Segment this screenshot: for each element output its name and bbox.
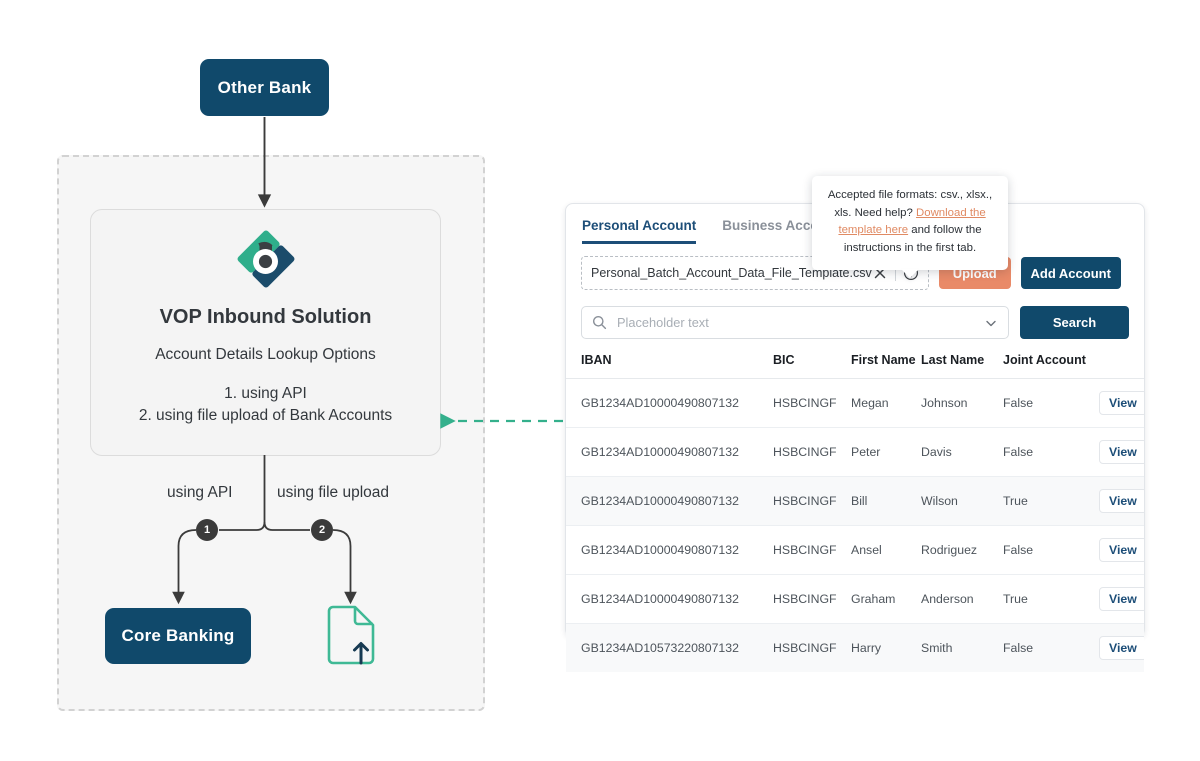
cell-bic: HSBCINGF <box>773 574 851 624</box>
node-other-bank-label: Other Bank <box>217 77 312 97</box>
cell-iban: GB1234AD10000490807132 <box>566 574 773 624</box>
view-button[interactable]: View <box>1099 587 1144 611</box>
cell-joint-account: True <box>1003 476 1099 526</box>
vop-option-1: 1. using API <box>224 385 307 402</box>
accounts-table: IBAN BIC First Name Last Name Joint Acco… <box>566 353 1144 672</box>
vop-inbound-solution-card: VOP Inbound Solution Account Details Loo… <box>90 209 441 456</box>
cell-first-name: Peter <box>851 427 921 477</box>
cell-bic: HSBCINGF <box>773 378 851 428</box>
cell-first-name: Harry <box>851 641 882 655</box>
file-input-field[interactable]: Personal_Batch_Account_Data_File_Templat… <box>581 256 929 290</box>
view-button[interactable]: View <box>1099 636 1144 660</box>
cell-first-name: Graham <box>851 574 921 624</box>
cell-iban: GB1234AD10573220807132 <box>581 641 739 655</box>
edge-label-using-file-upload: using file upload <box>277 484 390 501</box>
cell-first-name: Megan <box>851 378 921 428</box>
col-joint-account: Joint Account <box>1003 353 1099 379</box>
cell-joint-account: False <box>1003 427 1099 477</box>
view-button[interactable]: View <box>1099 440 1144 464</box>
cell-first-name: Bill <box>851 476 921 526</box>
selected-file-name: Personal_Batch_Account_Data_File_Templat… <box>591 266 872 280</box>
step-badge-2: 2 <box>311 519 333 541</box>
search-field[interactable] <box>581 306 1009 339</box>
divider <box>894 265 896 281</box>
cell-actions: View <box>1099 476 1144 526</box>
download-template-link[interactable]: Download the template here <box>838 206 986 237</box>
table-head: IBAN BIC First Name Last Name Joint Acco… <box>566 353 1144 379</box>
add-account-button[interactable]: Add Account <box>1020 257 1121 289</box>
cell-bic: HSBCINGF <box>773 427 851 477</box>
view-button[interactable]: View <box>1099 489 1144 513</box>
cell-iban: GB1234AD10000490807132 <box>566 427 773 477</box>
table-header-row: IBAN BIC First Name Last Name Joint Acco… <box>566 353 1144 379</box>
edge-label-using-api: using API <box>167 484 233 501</box>
chevron-down-icon[interactable] <box>984 316 998 330</box>
cell-last-name: Smith <box>921 641 953 655</box>
node-core-banking[interactable]: Core Banking <box>105 608 251 664</box>
brand-logo-icon <box>235 228 297 290</box>
tooltip-line-2-post: and follow the instructions in the first… <box>843 224 982 255</box>
tooltip-line-2-pre: Need help? <box>854 206 917 219</box>
cell-bic: HSBCINGF <box>773 525 851 575</box>
cell-iban: GB1234AD10000490807132 <box>566 378 773 428</box>
account-type-tabs: Personal Account Business Account <box>566 204 1144 244</box>
cell-actions: View <box>1099 378 1144 428</box>
search-row: Search <box>566 290 1144 339</box>
vop-title: VOP Inbound Solution <box>159 306 372 328</box>
cell-last-name: Rodriguez <box>921 525 1003 575</box>
node-other-bank[interactable]: Other Bank <box>200 59 329 116</box>
cell-iban: GB1234AD10000490807132 <box>566 476 773 526</box>
tab-personal-account[interactable]: Personal Account <box>582 218 697 244</box>
col-bic: BIC <box>773 353 851 379</box>
cell-actions: View <box>1099 427 1144 477</box>
cell-last-name: Anderson <box>921 574 1003 624</box>
vop-subtitle: Account Details Lookup Options <box>155 346 376 363</box>
cell-actions: View <box>1099 624 1144 673</box>
search-button[interactable]: Search <box>1020 306 1129 339</box>
table-row: GB1234AD10573220807132 HSBCINGF Harry Smith… <box>566 623 1144 673</box>
cell-bic: HSBCINGF <box>773 476 851 526</box>
cell-iban: GB1234AD10000490807132 <box>566 525 773 575</box>
vop-option-2: 2. using file upload of Bank Accounts <box>138 407 393 425</box>
file-format-tooltip: Accepted file formats: csv., xlsx., xls.… <box>812 176 1008 278</box>
search-icon <box>592 315 607 330</box>
cell-joint-account: True <box>1003 574 1099 624</box>
col-last-name: Last Name <box>921 353 1003 379</box>
col-first-name: First Name <box>851 353 921 379</box>
accounts-panel: Personal Account Business Account Person… <box>565 203 1145 672</box>
tab-business-account[interactable]: Business Account <box>722 218 840 233</box>
cell-actions: View <box>1099 574 1144 624</box>
view-button[interactable]: View <box>1099 391 1144 415</box>
cell-first-name: Ansel <box>851 525 921 575</box>
cell-joint-account: False <box>1003 378 1099 428</box>
cell-last-name: Johnson <box>921 378 1003 428</box>
search-input[interactable] <box>615 314 984 331</box>
tooltip-arrow-icon <box>901 268 919 278</box>
vop-options: 1. using API 2. using file upload of Ban… <box>139 383 392 428</box>
cell-bic: HSBCINGF <box>773 641 837 655</box>
cell-joint-account: False <box>1003 525 1099 575</box>
cell-joint-account: False <box>1003 641 1034 655</box>
step-badge-1: 1 <box>196 519 218 541</box>
tooltip-line-1: Accepted file formats: csv., xlsx., xls. <box>827 189 993 219</box>
view-button[interactable]: View <box>1099 538 1144 562</box>
col-actions <box>1099 353 1144 379</box>
file-upload-icon <box>325 605 381 667</box>
cell-last-name: Wilson <box>921 476 1003 526</box>
cell-last-name: Davis <box>921 427 1003 477</box>
col-iban: IBAN <box>566 353 773 379</box>
cell-actions: View <box>1099 525 1144 575</box>
node-core-banking-label: Core Banking <box>121 626 235 645</box>
